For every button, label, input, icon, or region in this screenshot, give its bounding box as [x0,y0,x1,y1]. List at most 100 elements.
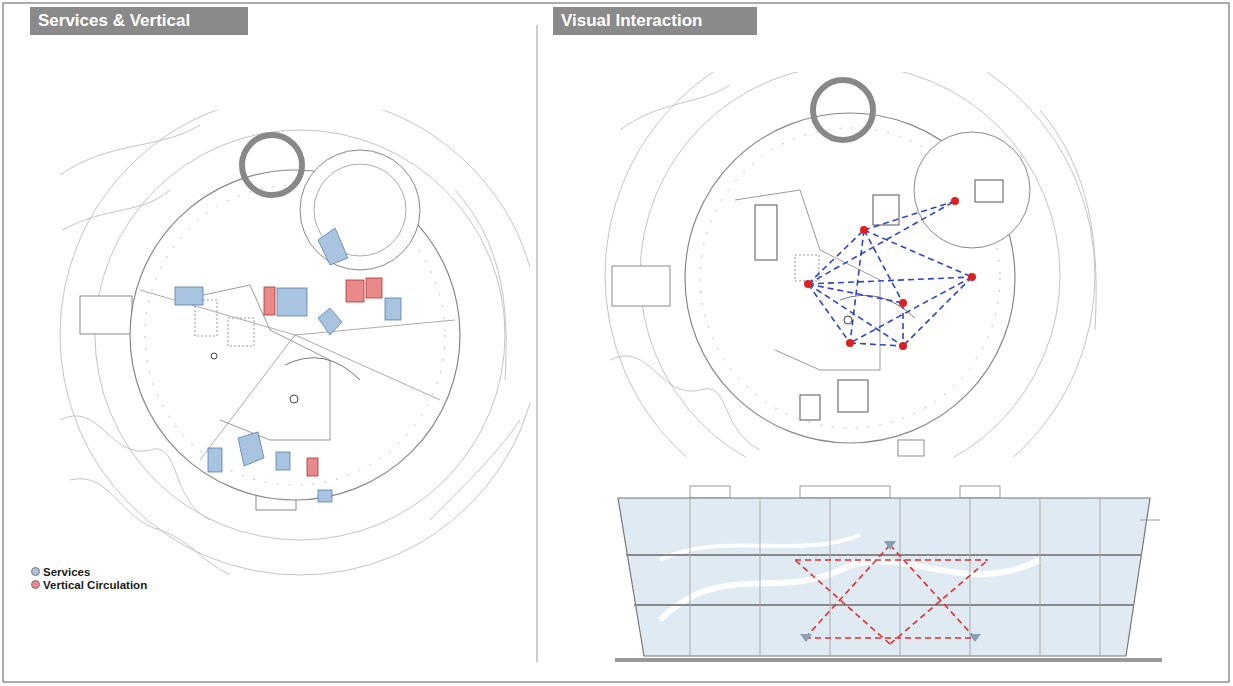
column-marker [290,395,298,403]
building-right [612,80,1030,456]
vertical-circulation [264,278,382,476]
mullion [690,498,691,656]
interior-wall [735,190,880,370]
view-points [804,197,976,350]
mullion [830,498,831,656]
sightline [864,201,955,230]
roof-edge [1140,520,1160,521]
stair-block [264,287,275,315]
legend: ServicesVertical Circulation [31,565,147,591]
interior-wall [180,285,330,440]
stair-detail [975,180,1003,202]
view-point [804,280,812,288]
view-point [968,273,976,281]
landscape-path [62,190,170,230]
pod-outline [300,150,420,270]
service-block [175,287,203,305]
service-block [208,448,222,472]
page-frame [3,3,1229,682]
viewer-marker [969,634,981,642]
sightline [903,277,972,346]
mullion [900,498,901,656]
sightline [808,284,850,343]
mullions [690,498,1100,656]
hatched-area [228,318,254,346]
entrance-wing [612,266,670,306]
entrance-wing [898,440,924,456]
sightline [805,637,975,639]
viewer-marker [884,541,896,550]
services-areas [175,228,401,502]
ground-line [615,658,1162,662]
roof-element [800,486,890,498]
landscape-ring [60,110,530,575]
room-detail [838,380,868,412]
sightline [864,230,972,277]
landscape-left [60,110,530,575]
divider-line [536,25,537,662]
legend-swatch [31,580,40,589]
room-detail [800,395,820,420]
floor-slab [626,554,1142,556]
section-heading: Services & Vertical [30,7,248,35]
mullion [760,498,761,656]
section-heading: Visual Interaction [553,7,757,35]
floor-slab [634,604,1134,606]
legend-text: Vertical Circulation [43,579,147,591]
service-block [238,432,264,466]
landscape-ring [605,72,1095,457]
column-marker [211,353,217,359]
mullion [970,498,971,656]
roof-element [690,486,730,498]
column-marker [844,316,852,324]
mullion [1040,498,1041,656]
section-drawing [615,486,1162,660]
glass-reflection [660,560,1040,620]
service-block [276,452,290,470]
landscape-ring [640,72,1060,457]
heading-text: Visual Interaction [561,11,702,31]
view-point [899,299,907,307]
legend-row: Vertical Circulation [31,578,147,591]
curved-wall [285,358,360,380]
view-point [846,339,854,347]
landscape-path [620,85,730,130]
stair-detail [755,205,777,260]
sightline [864,230,903,303]
sightline [805,545,890,638]
viewer-marker [800,634,812,642]
tower-ring [242,135,302,195]
service-block [318,490,332,502]
legend-text: Services [43,566,90,578]
view-point [899,342,907,350]
sightlines [808,201,972,346]
sightline [890,560,988,644]
landscape-path [430,420,520,520]
mullion [1100,498,1101,656]
sightline [850,277,972,343]
pod-outline [914,132,1030,248]
view-point [951,197,959,205]
landscape-path [455,190,506,380]
sightline [808,201,955,284]
service-block [318,228,348,265]
sightline [808,230,864,284]
heading-text: Services & Vertical [38,11,190,31]
viewer-markers [800,541,981,642]
sightline [795,560,890,644]
service-block [385,298,401,320]
sightline [850,343,903,346]
legend-swatch [31,567,40,576]
tower-ring [813,80,873,140]
service-block [318,308,342,335]
sightline [890,545,975,638]
stair-block [366,278,382,298]
landscape-path [70,479,230,575]
landscape-ring [95,130,505,540]
building-left [80,135,460,510]
landscape-path [1040,110,1096,330]
sightline [902,303,904,346]
wall-line [295,335,440,400]
landscape-right [605,72,1096,457]
